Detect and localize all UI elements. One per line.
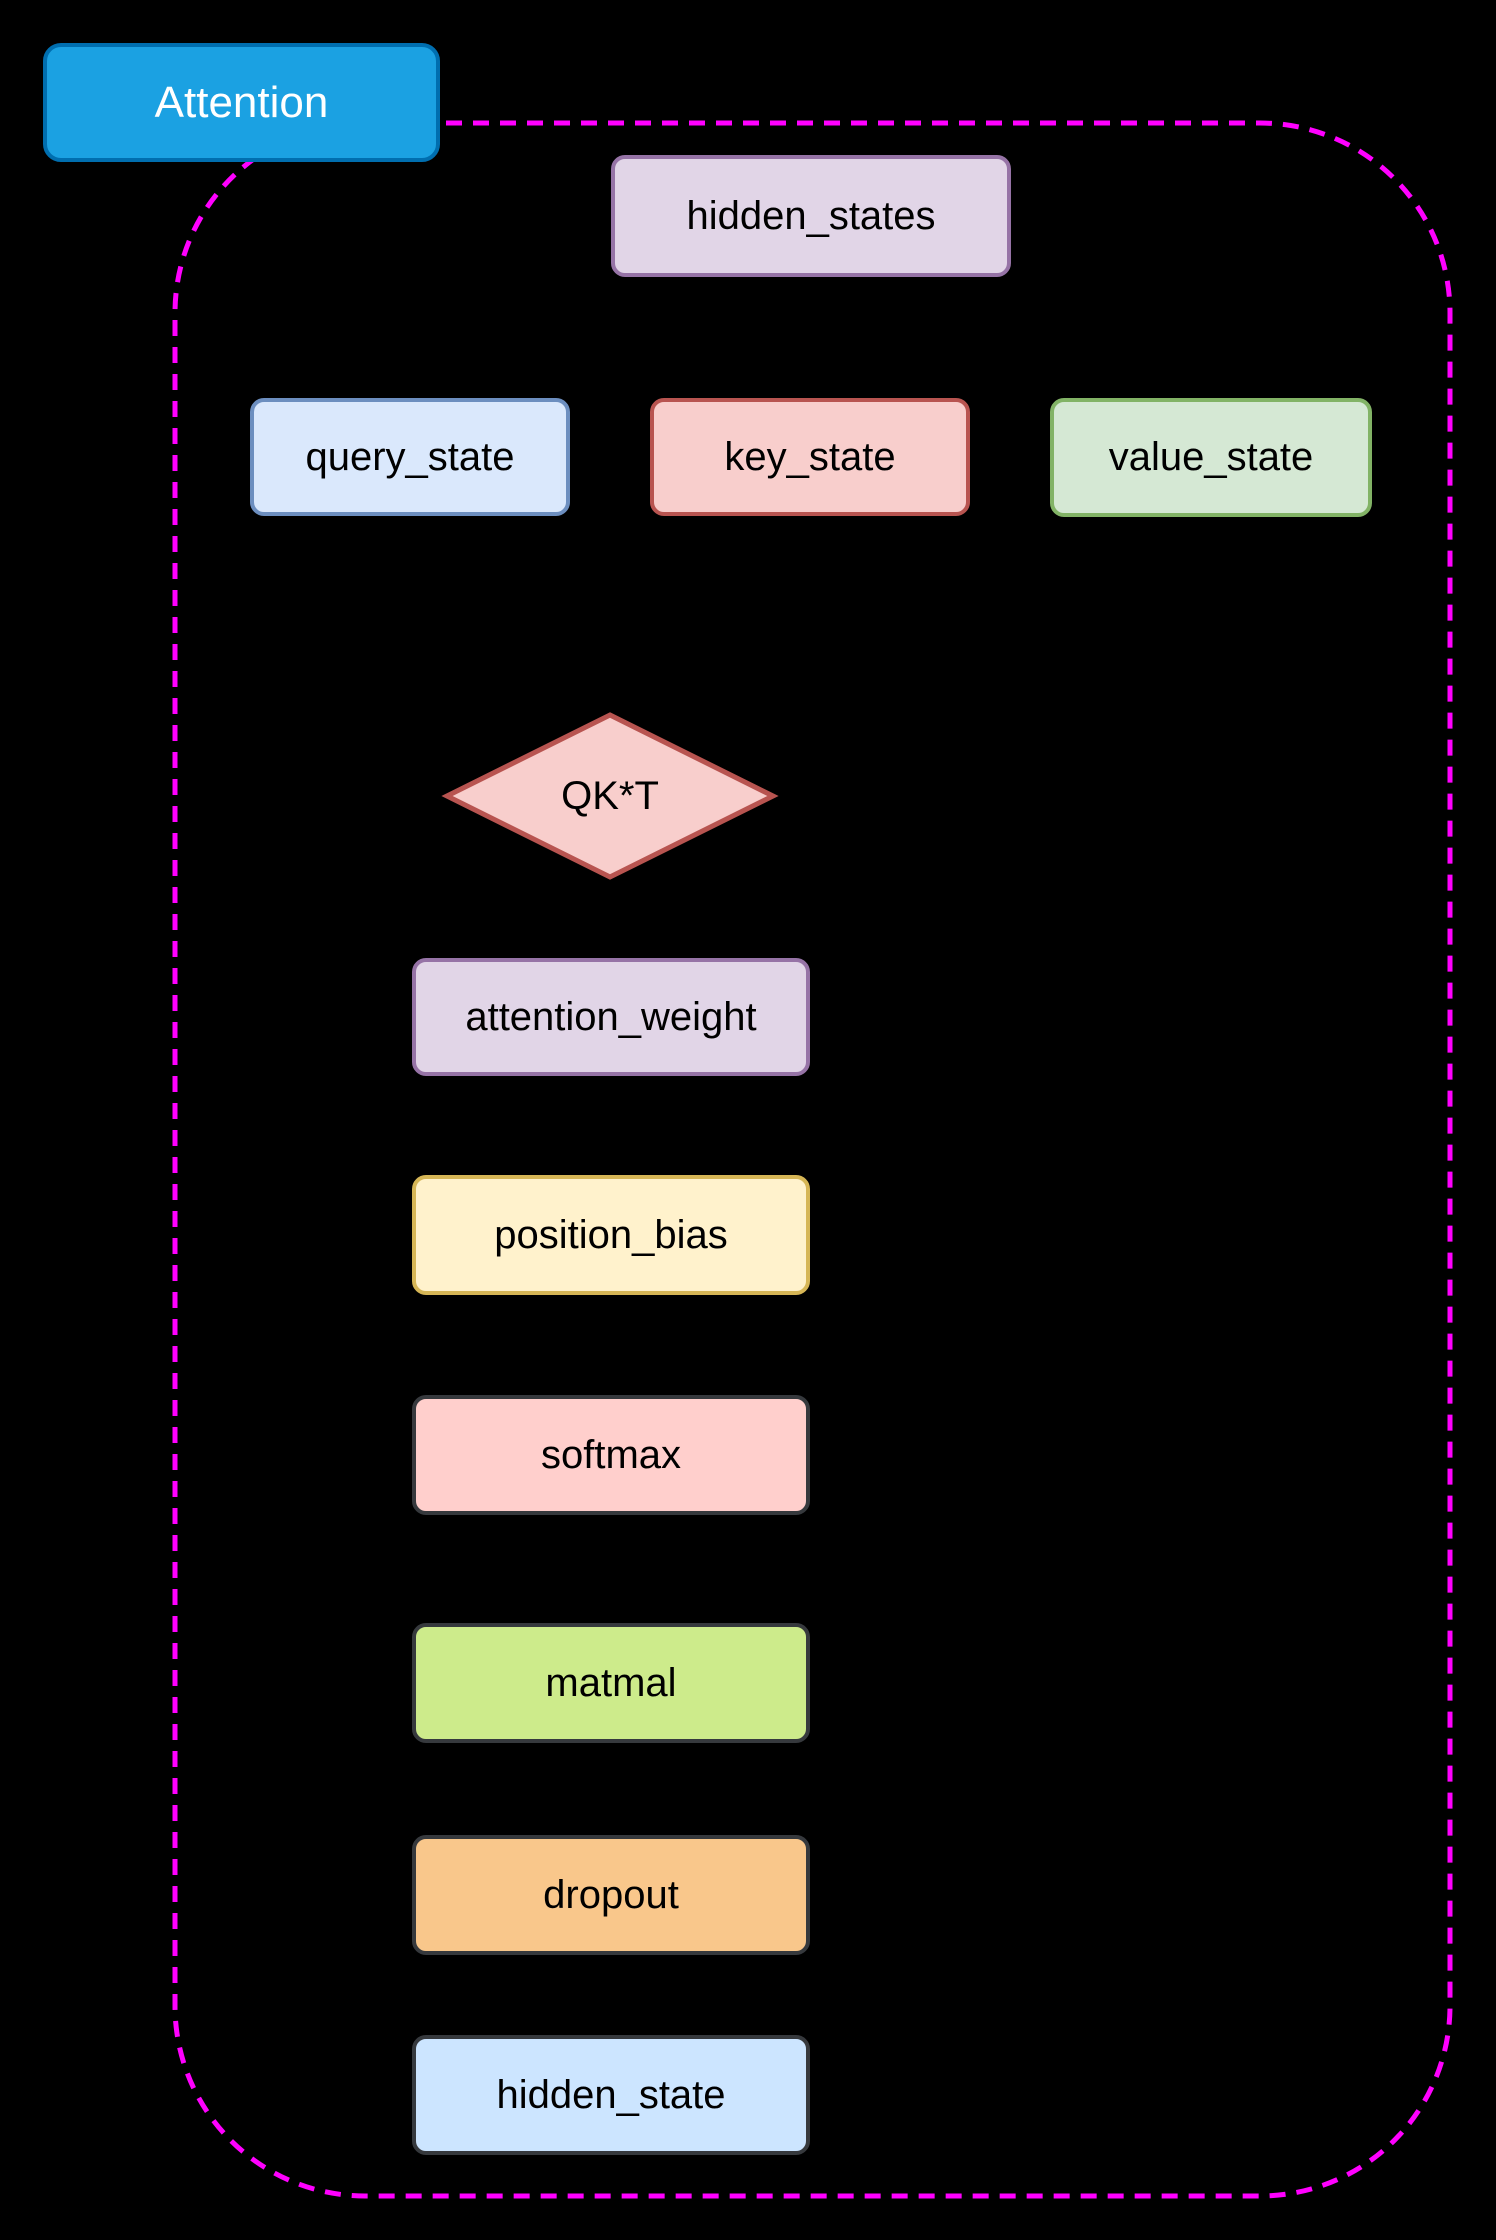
node-value-state: value_state [1050,398,1372,517]
node-dropout: dropout [412,1835,810,1955]
node-softmax: softmax [412,1395,810,1515]
attention-module-boundary [172,120,1453,2199]
attention-title-node: Attention [43,43,440,162]
qkt-operation-shape [441,712,779,880]
node-attention-weight: attention_weight [412,958,810,1076]
node-position-bias: position_bias [412,1175,810,1295]
qkt-operation-label: QK*T [561,773,659,818]
node-hidden-state: hidden_state [412,2035,810,2155]
node-hidden-states: hidden_states [611,155,1011,277]
node-matmal: matmal [412,1623,810,1743]
node-query-state: query_state [250,398,570,516]
node-key-state: key_state [650,398,970,516]
